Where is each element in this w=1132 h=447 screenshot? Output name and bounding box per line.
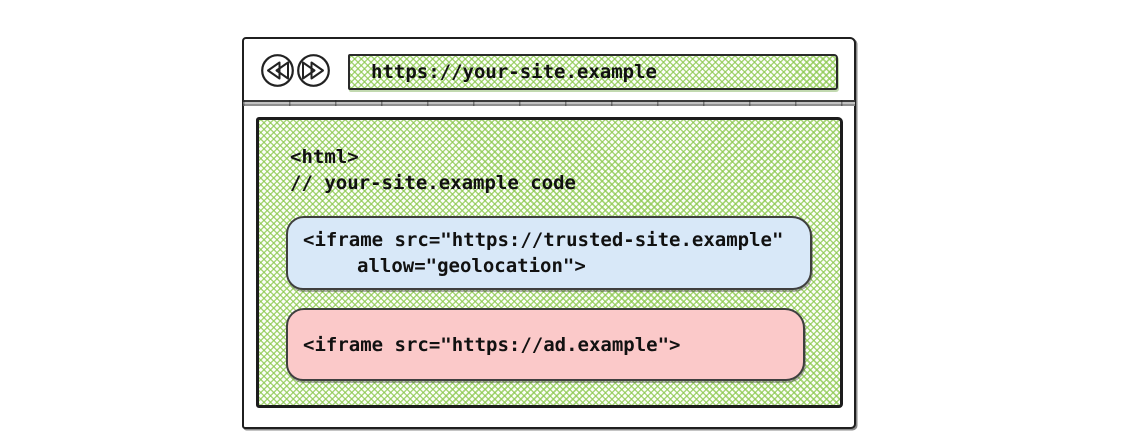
trusted-iframe-allow-line: allow="geolocation"> (357, 255, 586, 277)
trusted-iframe-src-line: <iframe src="https://trusted-site.exampl… (303, 229, 784, 251)
toolbar-divider (243, 100, 855, 106)
trusted-iframe-box: <iframe src="https://trusted-site.exampl… (286, 216, 812, 290)
double-left-arrow-icon (260, 53, 295, 88)
code-line-html-tag: <html> (290, 146, 359, 168)
url-text: https://your-site.example (371, 61, 657, 83)
page-content-area: <html> // your-site.example code <iframe… (256, 117, 843, 408)
ad-iframe-src-line: <iframe src="https://ad.example"> (303, 333, 681, 356)
browser-window: https://your-site.example <html> // your… (242, 37, 856, 429)
url-bar[interactable]: https://your-site.example (348, 54, 838, 90)
code-line-comment: // your-site.example code (290, 172, 576, 194)
forward-button[interactable] (296, 53, 331, 88)
back-button[interactable] (260, 53, 295, 88)
page-source-code: <html> // your-site.example code (290, 144, 576, 196)
ad-iframe-box: <iframe src="https://ad.example"> (286, 308, 805, 381)
double-right-arrow-icon (296, 53, 331, 88)
